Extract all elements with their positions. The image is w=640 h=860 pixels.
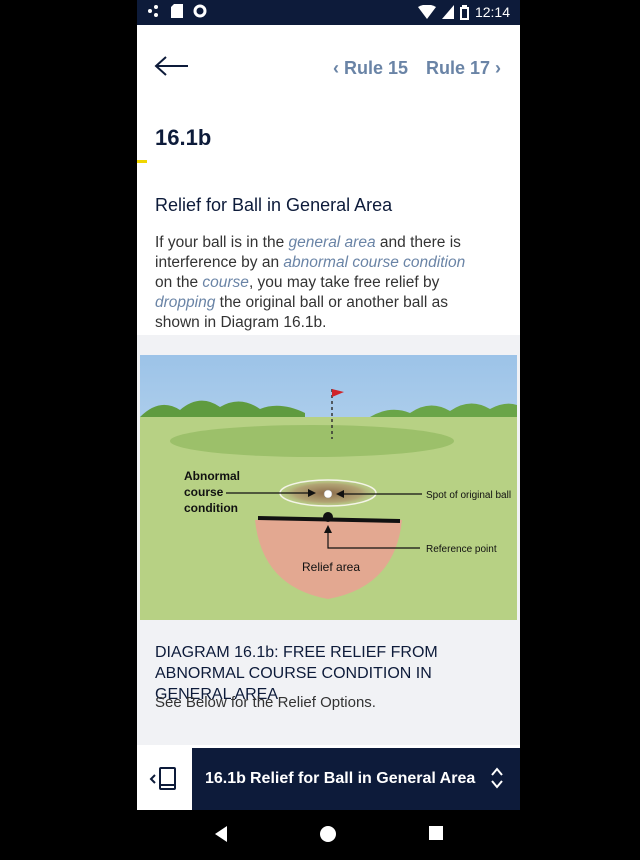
cell-signal-icon bbox=[441, 5, 454, 19]
putting-green bbox=[170, 425, 454, 457]
definition-link-general-area[interactable]: general area bbox=[288, 234, 376, 251]
definition-link-dropping[interactable]: dropping bbox=[155, 294, 216, 311]
section-title: Relief for Ball in General Area bbox=[155, 195, 393, 215]
reference-point-dot bbox=[323, 512, 333, 522]
relief-diagram: Abnormal course condition Spot of origin… bbox=[140, 355, 517, 620]
up-down-chevron-icon[interactable] bbox=[490, 766, 504, 790]
wifi-icon bbox=[417, 5, 436, 19]
current-rule-bar[interactable]: 16.1b Relief for Ball in General Area bbox=[137, 748, 520, 810]
home-circle-icon[interactable] bbox=[319, 825, 337, 843]
phone-frame: 12:14 ‹ Rule 15 Rule 17 › 16.1b Relief f… bbox=[137, 0, 520, 860]
rule-number-heading: 16.1b bbox=[155, 125, 212, 150]
flag bbox=[332, 389, 344, 397]
arrow-left-icon[interactable] bbox=[154, 51, 190, 81]
see-below-text: See Below for the Relief Options. bbox=[155, 694, 376, 711]
back-triangle-icon[interactable] bbox=[213, 825, 229, 843]
signal-dots-icon bbox=[148, 5, 158, 17]
relief-area-shape bbox=[255, 520, 402, 599]
previous-rule-link[interactable]: ‹ Rule 15 bbox=[333, 58, 409, 78]
battery-icon bbox=[459, 4, 469, 20]
definition-link-course[interactable]: course bbox=[202, 274, 249, 291]
top-navigation: ‹ Rule 15 Rule 17 › bbox=[137, 25, 520, 110]
label-abnormal: Abnormal bbox=[184, 469, 240, 483]
book-back-icon bbox=[149, 767, 176, 790]
definition-link-abnormal-course-condition[interactable]: abnormal course condition bbox=[283, 254, 466, 271]
bottom-rule-title: Relief for Ball in General Area bbox=[250, 770, 476, 787]
status-time: 12:14 bbox=[474, 4, 510, 20]
label-relief-area: Relief area bbox=[302, 560, 360, 574]
diagram-caption: DIAGRAM 16.1b: FREE RELIEF FROM ABNORMAL… bbox=[155, 644, 438, 703]
golf-ball bbox=[323, 489, 333, 499]
bottom-rule-number: 16.1b bbox=[205, 770, 246, 787]
label-course: course bbox=[184, 485, 224, 499]
next-rule-link[interactable]: Rule 17 › bbox=[426, 58, 502, 78]
circle-status-icon bbox=[193, 4, 207, 18]
recents-square-icon[interactable] bbox=[428, 825, 444, 841]
label-reference-point: Reference point bbox=[426, 544, 497, 555]
reference-arrow bbox=[327, 529, 420, 549]
android-nav-bar bbox=[137, 810, 520, 860]
book-back-button[interactable] bbox=[137, 748, 192, 810]
sd-card-icon bbox=[171, 4, 183, 18]
screen: ‹ Rule 15 Rule 17 › 16.1b Relief for Bal… bbox=[137, 25, 520, 810]
rule-marker bbox=[137, 160, 147, 163]
label-spot-of-original-ball: Spot of original ball bbox=[426, 490, 511, 501]
status-bar: 12:14 bbox=[137, 0, 520, 25]
label-condition: condition bbox=[184, 501, 238, 515]
rule-body-text: If your ball is in the general area and … bbox=[155, 234, 466, 331]
